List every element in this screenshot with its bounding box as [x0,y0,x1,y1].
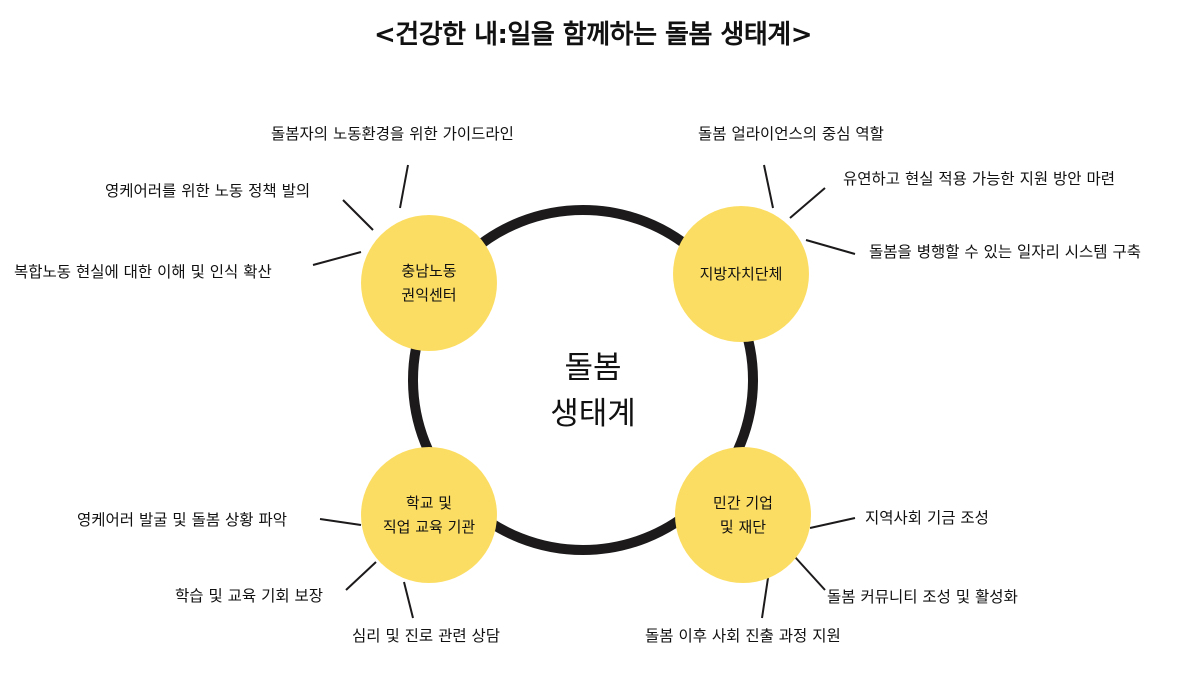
connector-tr-3 [805,239,856,255]
label-tr-3: 돌봄을 병행할 수 있는 일자리 시스템 구축 [869,243,1141,261]
label-bl-1: 영케어러 발굴 및 돌봄 상황 파악 [77,511,288,529]
label-tr-2: 유연하고 현실 적용 가능한 지원 방안 마련 [843,170,1115,188]
node-tr-line-1: 지방자치단체 [699,265,783,283]
connector-bl-2 [345,561,377,591]
label-br-1: 지역사회 기금 조성 [865,509,989,527]
connector-br-2 [794,556,826,591]
connector-bl-1 [319,518,362,526]
label-br-2: 돌봄 커뮤니티 조성 및 활성화 [827,588,1018,606]
connector-tl-1 [399,164,409,209]
node-bl-line-2: 직업 교육 기관 [382,518,476,536]
label-br-3: 돌봄 이후 사회 진출 과정 지원 [645,627,841,645]
connector-tl-2 [342,199,374,231]
label-bl-3: 심리 및 진로 관련 상담 [352,627,501,645]
node-local-government: 지방자치단체 [673,206,809,342]
connector-tl-3 [312,251,362,266]
connector-br-3 [761,577,769,619]
label-tr-1: 돌봄 얼라이언스의 중심 역할 [698,125,884,143]
label-tl-1: 돌봄자의 노동환경을 위한 가이드라인 [271,125,514,143]
label-bl-2: 학습 및 교육 기회 보장 [175,587,324,605]
node-br-line-2: 및 재단 [719,518,767,536]
diagram-title: <건강한 내:일을 함께하는 돌봄 생태계> [374,20,812,50]
ecosystem-ring [408,205,758,555]
center-label: 돌봄 생태계 [493,345,693,437]
node-labor-rights-center: 충남노동 권익센터 [361,215,497,351]
node-tl-line-2: 권익센터 [401,286,457,304]
node-tl-line-1: 충남노동 [401,262,457,280]
node-br-line-1: 민간 기업 [713,494,773,512]
center-line-2: 생태계 [550,396,636,432]
connector-tr-1 [763,164,774,209]
connector-br-1 [809,517,856,529]
label-tl-2: 영케어러를 위한 노동 정책 발의 [105,182,311,200]
node-school-vocational: 학교 및 직업 교육 기관 [361,447,497,583]
center-line-1: 돌봄 [564,350,622,386]
connector-bl-3 [403,581,414,619]
node-private-companies: 민간 기업 및 재단 [675,447,811,583]
label-tl-3: 복합노동 현실에 대한 이해 및 인식 확산 [14,263,272,281]
node-bl-line-1: 학교 및 [405,494,453,512]
connector-tr-2 [789,187,826,219]
